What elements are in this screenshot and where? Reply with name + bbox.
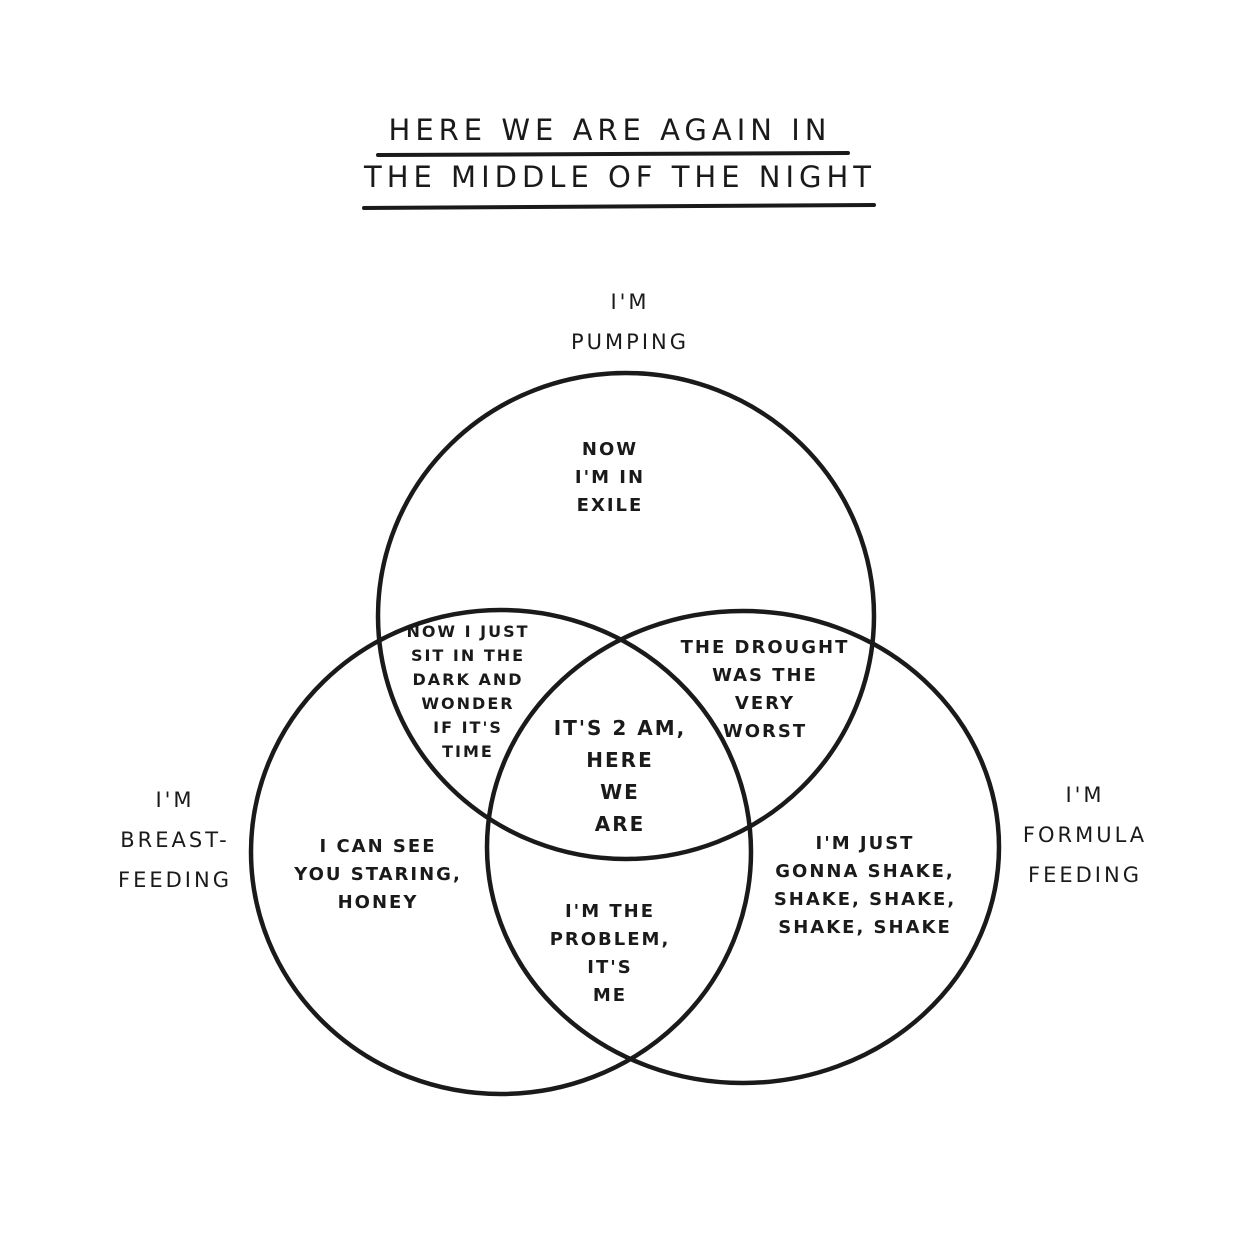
title-underline-1 [376, 151, 850, 157]
region-pumping-formula: the drought was the very worst [680, 637, 850, 742]
set-label-formula-feeding: I'm formula feeding [1022, 783, 1148, 887]
title-line-2: the middle of the night [363, 160, 877, 194]
set-label-pumping: I'm pumping [571, 290, 689, 354]
region-all-three: It's 2 am, here we are [553, 716, 687, 836]
circle-formula-feeding [484, 608, 1002, 1086]
set-label-breastfeeding: I'm breast- feeding [118, 788, 232, 892]
title-underline-2 [362, 203, 876, 210]
title-line-1: Here we are again in [388, 113, 832, 147]
region-pumping-only: now I'm in exile [574, 439, 646, 516]
region-pumping-breastfeeding: now I just sit in the dark and wonder if… [406, 622, 530, 761]
circle-breastfeeding [248, 607, 754, 1097]
region-formula-only: I'm just gonna shake, shake, shake, shak… [773, 833, 957, 938]
region-breastfeeding-only: I can see you staring, honey [294, 836, 462, 913]
circle-pumping [375, 370, 877, 862]
region-breastfeeding-formula: I'm the problem, it's me [549, 901, 671, 1006]
